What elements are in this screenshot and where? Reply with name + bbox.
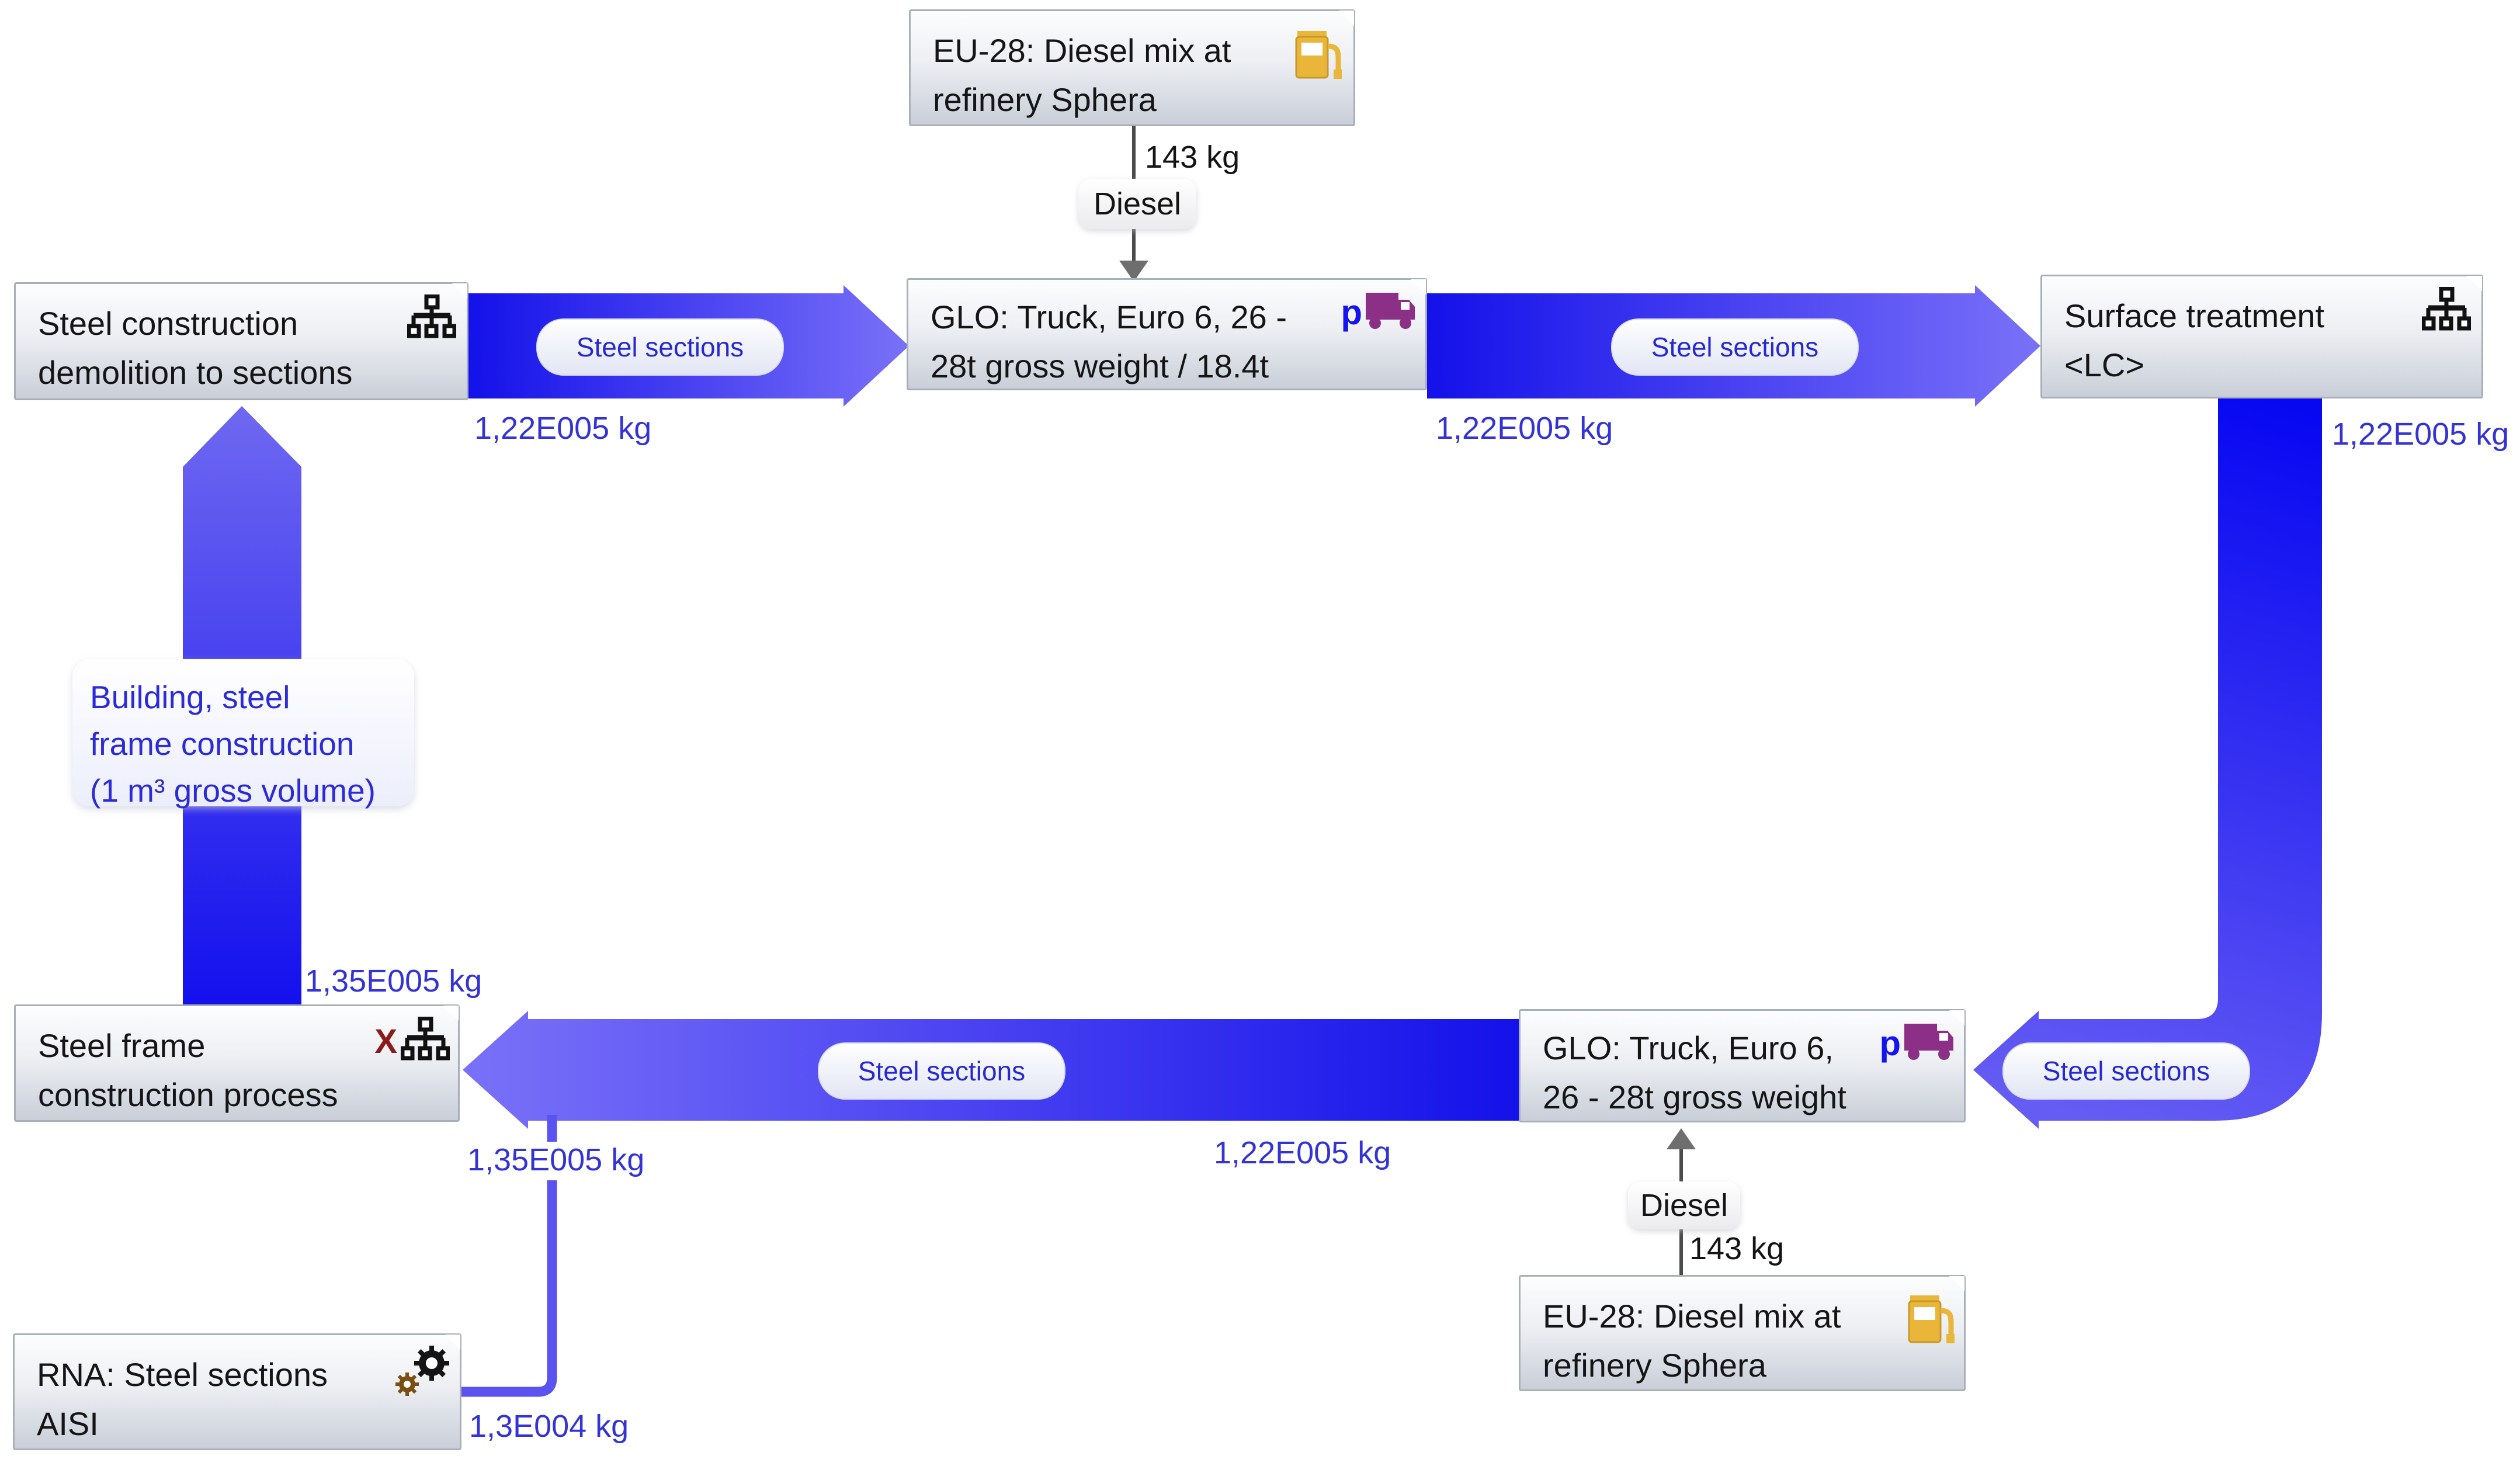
folded-corner	[445, 1335, 460, 1350]
plan-hierarchy-icon	[2421, 286, 2472, 337]
process-title: GLO: Truck, Euro 6, 26 -28t gross weight…	[931, 299, 1287, 384]
process-icons: X	[374, 1016, 450, 1066]
process-box-surface-treatment[interactable]: Surface treatment<LC>	[2040, 275, 2483, 398]
partial-process-p-icon: p	[1879, 1023, 1901, 1063]
qty-label-diesel-top: 143 kg	[1145, 140, 1240, 175]
flow-pill-steel-sections-1[interactable]: Steel sections	[536, 318, 784, 376]
process-box-truck-top[interactable]: GLO: Truck, Euro 6, 26 -28t gross weight…	[907, 278, 1427, 390]
process-icons: p	[1341, 290, 1417, 334]
x-mark-icon: X	[374, 1022, 397, 1061]
gears-icon	[387, 1341, 452, 1402]
flow-pill-diesel-bottom[interactable]: Diesel	[1628, 1181, 1740, 1229]
folded-corner	[2467, 276, 2482, 291]
qty-label-band-surface-truck: 1,22E005 kg	[2332, 417, 2509, 452]
process-title: GLO: Truck, Euro 6,26 - 28t gross weight	[1543, 1030, 1846, 1115]
folded-corner	[1949, 1010, 1964, 1025]
qty-label-diesel-bottom: 143 kg	[1689, 1231, 1785, 1266]
folded-corner	[1411, 279, 1426, 294]
flow-band-steel-sections-surface-to-truck[interactable]	[1973, 398, 2322, 1129]
process-icons: p	[1879, 1021, 1956, 1065]
flow-pill-building-steel-frame[interactable]: Building, steel frame construction (1 m³…	[72, 659, 414, 809]
flow-pill-steel-sections-2[interactable]: Steel sections	[1611, 318, 1859, 376]
qty-label-rna-line: 1,3E004 kg	[469, 1409, 629, 1444]
flow-line-rna-steel-sections[interactable]	[461, 1115, 557, 1397]
plan-hierarchy-icon	[407, 294, 457, 344]
process-box-truck-bottom[interactable]: GLO: Truck, Euro 6,26 - 28t gross weight…	[1519, 1009, 1966, 1122]
partial-process-p-icon: p	[1341, 292, 1362, 332]
truck-icon	[1365, 290, 1417, 334]
qty-label-arrow-truck-surface: 1,22E005 kg	[1436, 411, 1613, 446]
fuel-pump-icon	[1907, 1286, 1956, 1350]
process-title: Surface treatment<LC>	[2064, 297, 2325, 383]
flow-pill-steel-sections-3[interactable]: Steel sections	[2002, 1042, 2250, 1100]
fuel-pump-icon	[1294, 22, 1343, 85]
truck-icon	[1903, 1021, 1956, 1065]
folded-corner	[1339, 11, 1354, 26]
flow-pill-diesel-top[interactable]: Diesel	[1078, 179, 1196, 229]
folded-corner	[443, 1006, 459, 1021]
qty-label-band-frame-demolition: 1,35E005 kg	[305, 964, 483, 999]
qty-label-arrow-truck-frame: 1,22E005 kg	[1214, 1135, 1391, 1170]
folded-corner	[1949, 1276, 1964, 1291]
qty-label-frame-inflow: 1,35E005 kg	[467, 1142, 648, 1180]
folded-corner	[452, 283, 467, 299]
flow-pill-steel-sections-4[interactable]: Steel sections	[818, 1042, 1065, 1100]
connector-diesel-bottom[interactable]	[1667, 1128, 1696, 1275]
qty-label-arrow-demolition-truck: 1,22E005 kg	[474, 411, 652, 446]
plan-hierarchy-icon	[400, 1016, 450, 1066]
